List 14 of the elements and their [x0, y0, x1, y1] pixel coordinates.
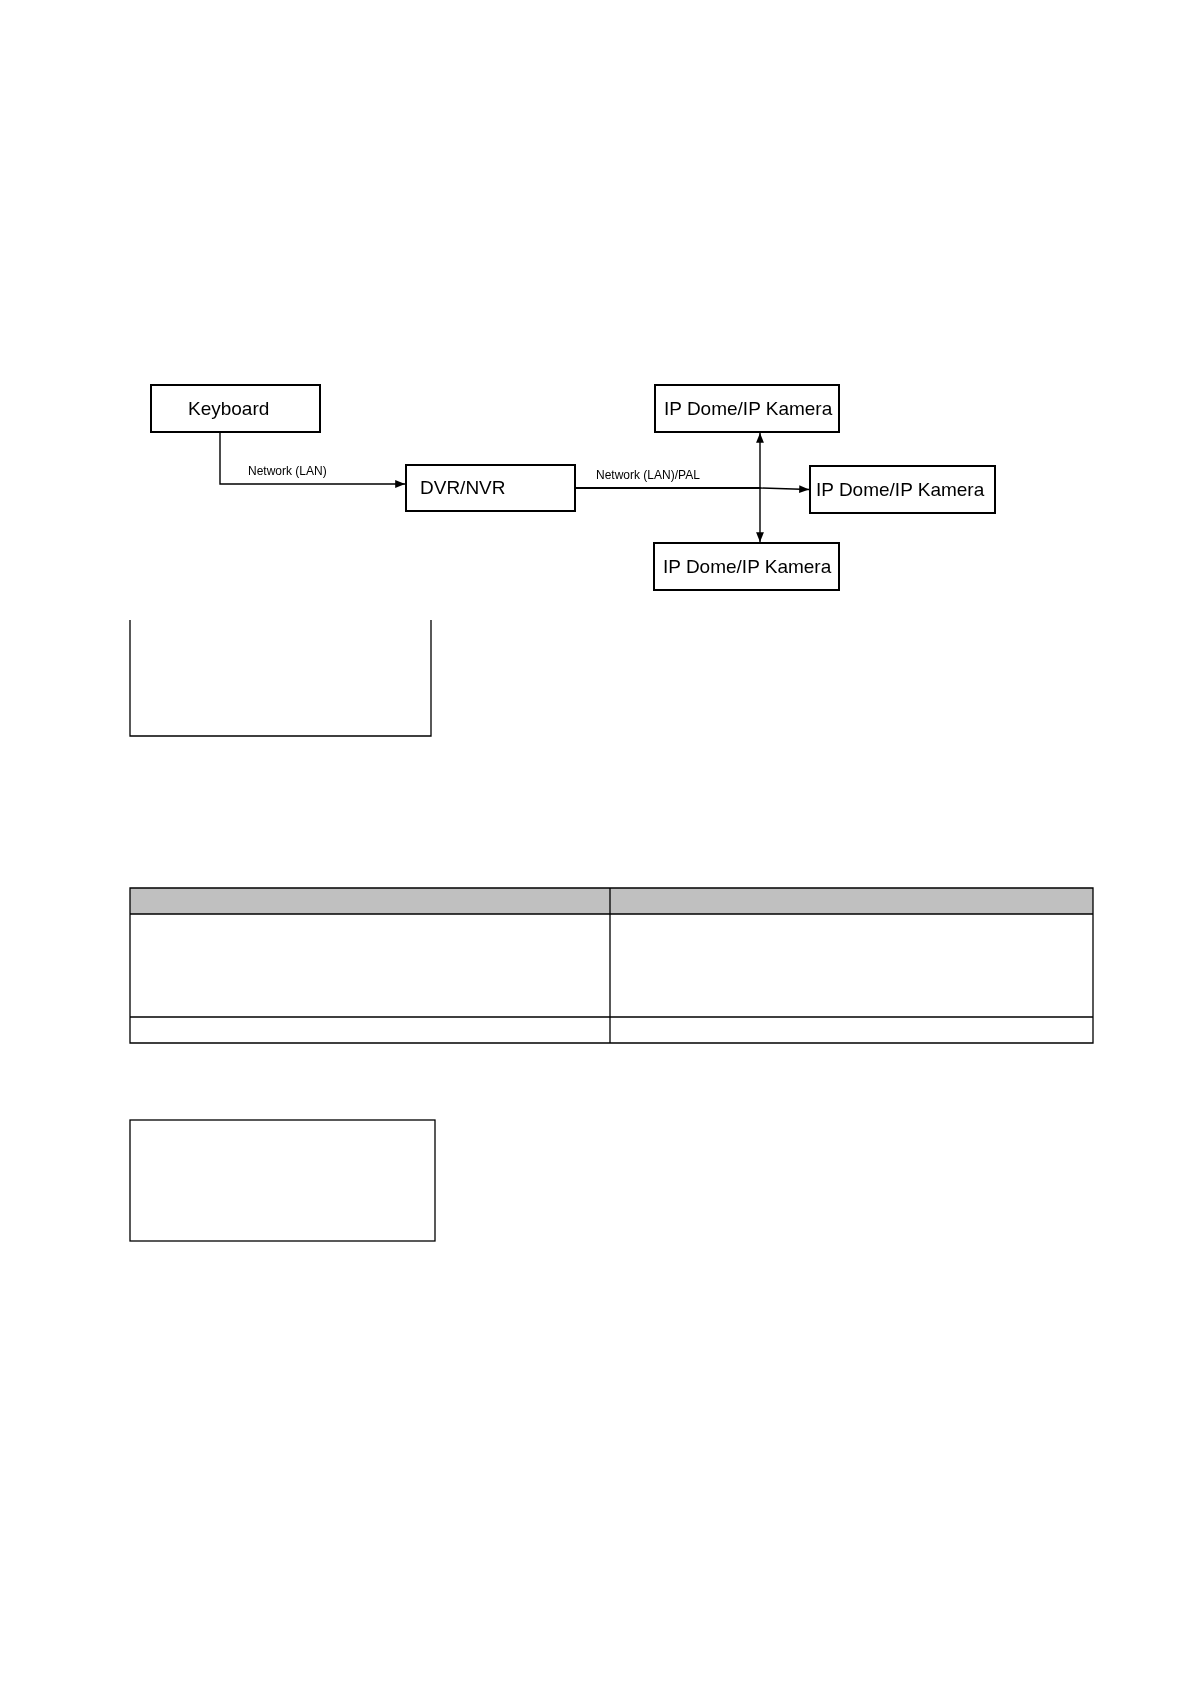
device-name: IP Dome/IP Kamera: [663, 555, 832, 578]
arrow: [575, 487, 764, 543]
device-name: Keyboard: [188, 397, 270, 420]
arrow: [219, 432, 406, 488]
device-box: [654, 384, 840, 433]
device-box: [809, 465, 996, 514]
edge-label: Network (LAN)/PAL: [594, 468, 702, 482]
device-box: [405, 464, 576, 512]
device-box: [653, 542, 840, 591]
device-name: DVR/NVR: [420, 477, 506, 499]
device-name: IP Dome/IP Kamera: [664, 397, 833, 420]
edge-label: Network (LAN): [246, 464, 329, 478]
device-box: [150, 384, 321, 433]
device-name: IP Dome/IP Kamera: [816, 478, 985, 501]
